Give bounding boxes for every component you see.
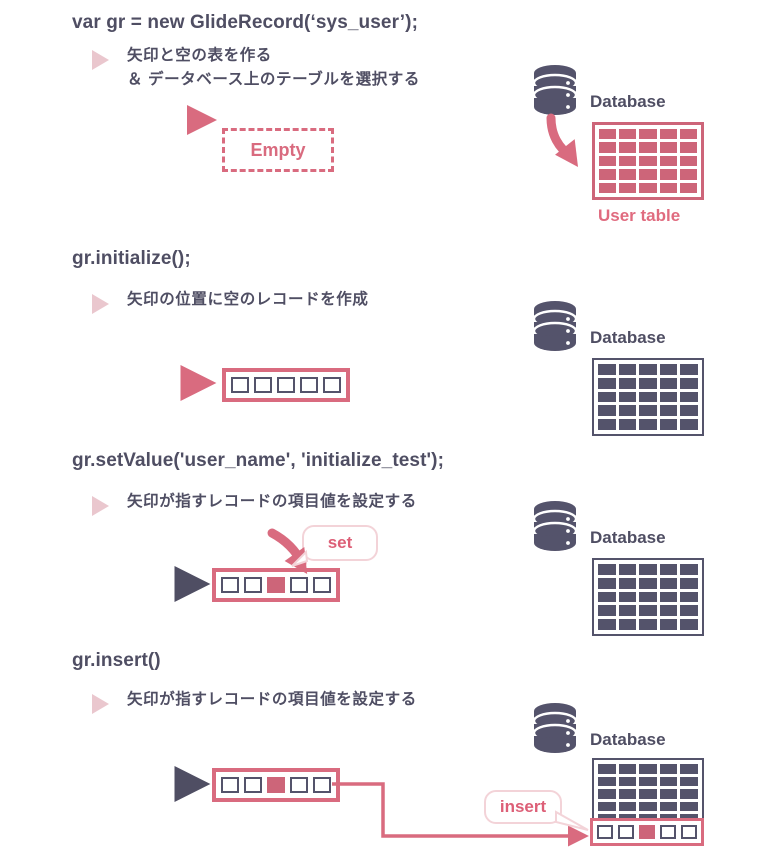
record-cell bbox=[221, 577, 239, 593]
database-cylinder-svg bbox=[532, 65, 578, 115]
record-cell bbox=[290, 777, 308, 793]
record-cell bbox=[313, 777, 331, 793]
database-icon-2 bbox=[530, 300, 580, 357]
record-cell-filled bbox=[267, 777, 285, 793]
record-cell bbox=[254, 377, 272, 393]
bullet-triangle-icon bbox=[92, 50, 109, 70]
record-strip-4 bbox=[212, 768, 340, 802]
record-cell bbox=[597, 825, 613, 839]
database-table-2 bbox=[592, 358, 704, 436]
database-icon-4 bbox=[530, 702, 580, 759]
database-cylinder-svg bbox=[532, 301, 578, 351]
record-cell bbox=[231, 377, 249, 393]
database-label-3: Database bbox=[590, 528, 666, 547]
record-cell bbox=[300, 377, 318, 393]
bullet-row-1: 矢印と空の表を作る ＆ データベース上のテーブルを選択する bbox=[92, 44, 420, 92]
inserted-record-row bbox=[590, 818, 704, 846]
record-cell bbox=[244, 777, 262, 793]
record-strip-2 bbox=[222, 368, 350, 402]
bullet-row-3: 矢印が指すレコードの項目値を設定する bbox=[92, 490, 417, 516]
bullet-line-1a: 矢印と空の表を作る bbox=[127, 47, 272, 64]
record-cell bbox=[277, 377, 295, 393]
record-cell bbox=[221, 777, 239, 793]
database-cylinder-svg bbox=[532, 703, 578, 753]
record-cell-filled bbox=[267, 577, 285, 593]
record-cell bbox=[323, 377, 341, 393]
insert-callout-bubble: insert bbox=[484, 790, 562, 824]
database-icon-1 bbox=[530, 64, 580, 121]
empty-box: Empty bbox=[222, 128, 334, 172]
bullet-row-2: 矢印の位置に空のレコードを作成 bbox=[92, 288, 369, 314]
record-cell bbox=[618, 825, 634, 839]
code-title-2: gr.initialize(); bbox=[72, 248, 191, 269]
code-title-4: gr.insert() bbox=[72, 650, 161, 671]
record-cell bbox=[290, 577, 308, 593]
bullet-text-2: 矢印の位置に空のレコードを作成 bbox=[127, 291, 369, 308]
record-cell bbox=[244, 577, 262, 593]
bullet-text-4: 矢印が指すレコードの項目値を設定する bbox=[127, 691, 417, 708]
bullet-text-3: 矢印が指すレコードの項目値を設定する bbox=[127, 493, 417, 510]
set-callout-bubble: set bbox=[302, 525, 378, 561]
arrow-database-to-table-icon bbox=[546, 113, 579, 167]
record-cell-filled bbox=[639, 825, 655, 839]
record-cell bbox=[681, 825, 697, 839]
user-table-caption: User table bbox=[598, 206, 681, 225]
bullet-text-1: 矢印と空の表を作る ＆ データベース上のテーブルを選択する bbox=[127, 44, 420, 92]
database-label-4: Database bbox=[590, 730, 666, 749]
database-icon-3 bbox=[530, 500, 580, 557]
code-title-1: var gr = new GlideRecord(‘sys_user’); bbox=[72, 12, 419, 33]
database-label-1: Database bbox=[590, 92, 666, 111]
code-title-3: gr.setValue('user_name', 'initialize_tes… bbox=[72, 450, 444, 471]
database-label-2: Database bbox=[590, 328, 666, 347]
bullet-row-4: 矢印が指すレコードの項目値を設定する bbox=[92, 688, 417, 714]
record-strip-3 bbox=[212, 568, 340, 602]
bullet-line-1b: ＆ データベース上のテーブルを選択する bbox=[127, 71, 421, 89]
bullet-triangle-icon bbox=[92, 496, 109, 516]
user-table-grid bbox=[592, 122, 704, 200]
bullet-triangle-icon bbox=[92, 294, 109, 314]
record-cell bbox=[313, 577, 331, 593]
database-cylinder-svg bbox=[532, 501, 578, 551]
database-table-3 bbox=[592, 558, 704, 636]
bullet-triangle-icon bbox=[92, 694, 109, 714]
record-cell bbox=[660, 825, 676, 839]
